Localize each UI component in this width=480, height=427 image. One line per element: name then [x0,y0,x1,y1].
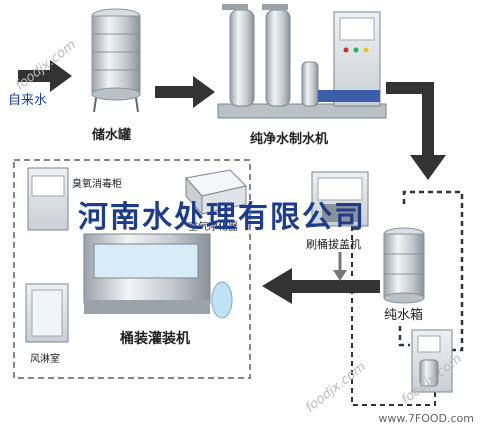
label-tap-water: 自来水 [8,93,48,108]
label-sterilizer-cabinet: 臭氧消毒柜 [72,179,122,190]
label-brush-decap-machine: 刷桶拔盖机 [306,238,361,251]
pure-water-tank-illustration [383,227,425,304]
arrow-tap-to-tank [18,60,72,92]
arrow-tank-to-machine [155,76,215,108]
label-pure-water-machine: 纯净水制水机 [250,132,329,147]
sterilizer-cabinet-illustration [27,167,69,231]
storage-tank-illustration [91,8,141,113]
filling-area-frame [13,159,251,379]
filling-machine-illustration [83,233,233,319]
booster-pump-illustration [411,329,453,393]
footer-site: www.7FOOD.com [378,412,474,425]
watermark-company: 河南水处理有限公司 [78,200,366,235]
label-storage-tank: 储水罐 [92,128,132,143]
pipe-to-pump-dashed [398,326,410,347]
label-air-purifier: 空气净化器 [188,222,238,233]
label-pure-water-tank: 纯水箱 [384,308,424,323]
air-shower-room-illustration [25,283,69,343]
arrow-to-filling [262,268,380,304]
label-barrel-filling-machine: 桶装灌装机 [120,331,190,347]
pure-water-machine-illustration [217,4,387,119]
air-purifier-illustration [185,169,247,216]
label-air-shower-room: 风淋室 [30,354,60,365]
brush-decap-machine-illustration [311,171,369,227]
arrow-machine-down [386,82,446,180]
arrow-brush-down [333,252,347,281]
